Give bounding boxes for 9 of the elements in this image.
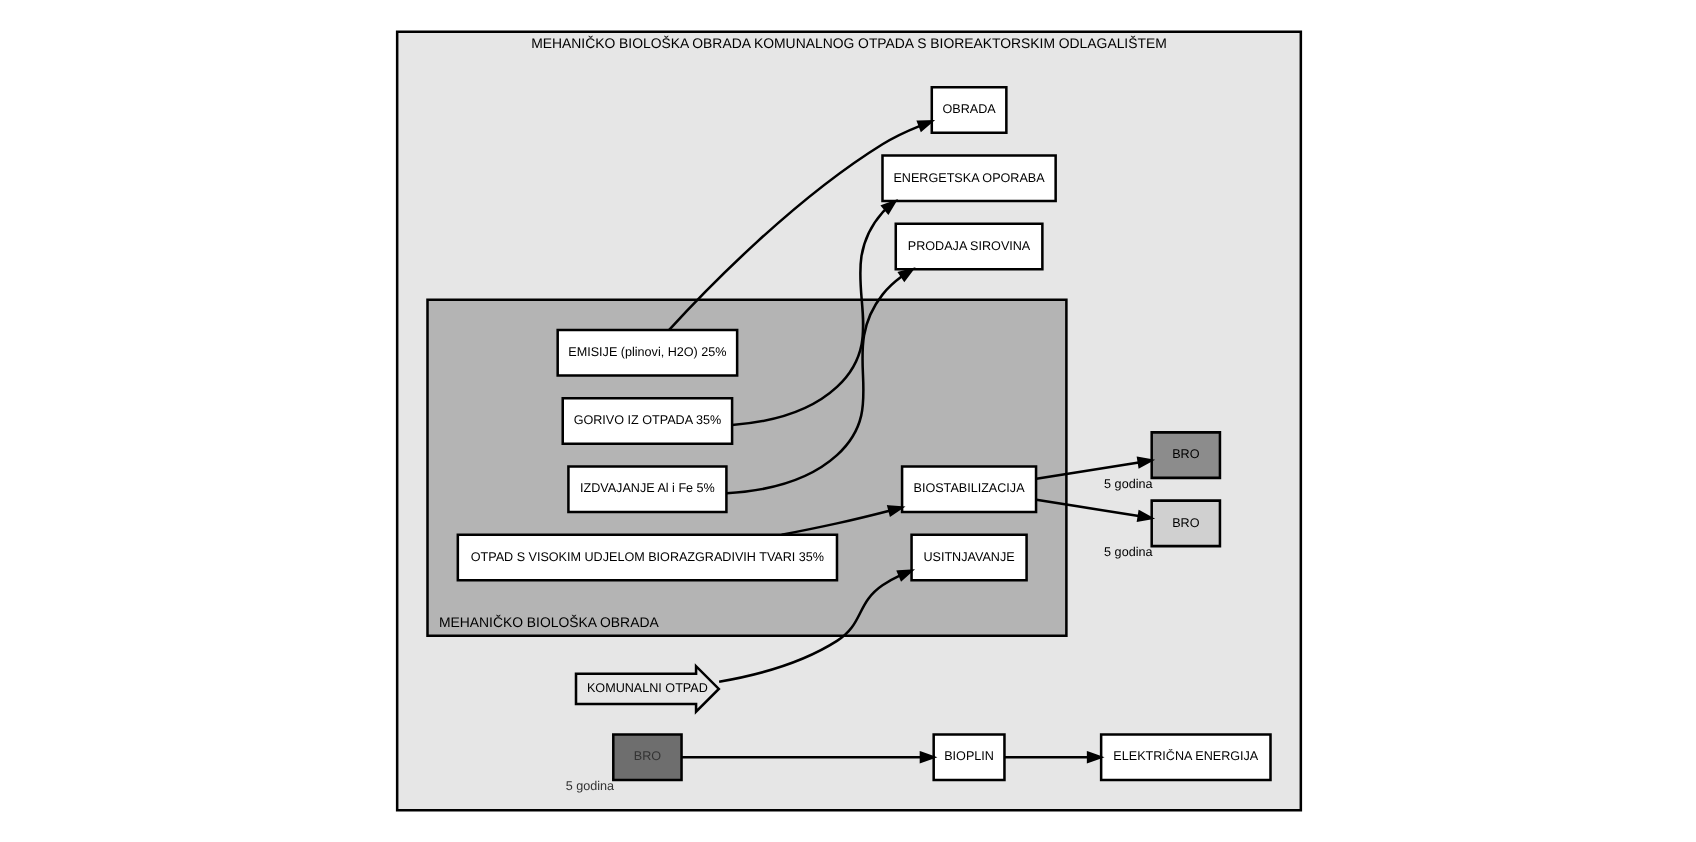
- arrow: [731, 198, 898, 427]
- arrow: [1003, 751, 1104, 764]
- arrow: [725, 267, 915, 495]
- arrow: [717, 569, 915, 683]
- arrow: [667, 120, 935, 331]
- arrow: [680, 751, 937, 764]
- arrow: [1035, 456, 1155, 480]
- arrow: [1035, 498, 1155, 523]
- arrow: [780, 505, 905, 536]
